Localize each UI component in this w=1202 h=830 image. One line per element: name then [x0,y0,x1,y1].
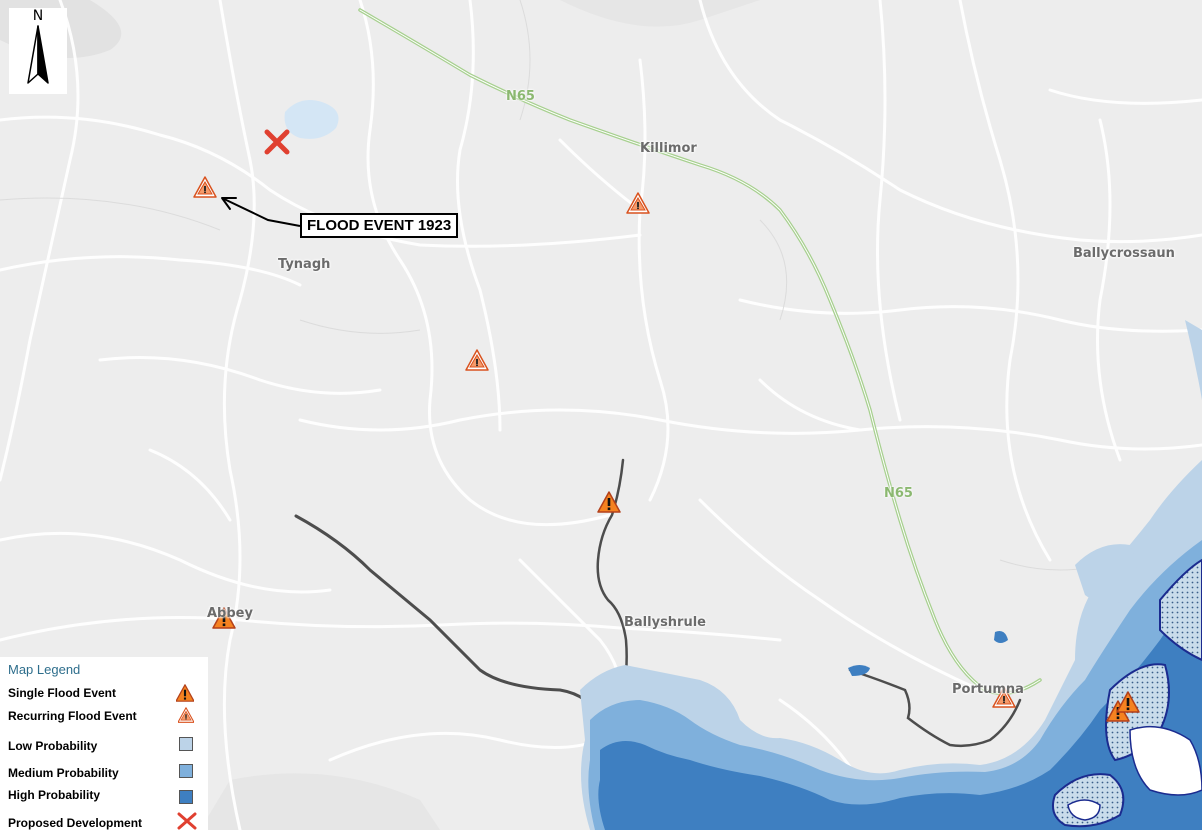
legend-item-medium-probability: Medium Probability [8,766,119,780]
low-probability-swatch [179,737,193,751]
recurring-flood-event-icon [178,707,194,723]
legend-item-high-probability: High Probability [8,788,101,802]
road-label-n65: N65 [884,486,913,501]
high-probability-swatch [179,790,193,804]
legend-item-single-flood-event: Single Flood Event [8,686,117,700]
flood-event-callout: FLOOD EVENT 1923 [300,213,459,238]
place-label-ballycrossaun: Ballycrossaun [1073,246,1175,261]
place-label-killimor: Killimor [640,141,697,156]
legend-item-low-probability: Low Probability [8,739,98,753]
legend-item-proposed-development: Proposed Development [8,816,143,830]
callout-arrow [221,197,301,227]
place-label-ballyshrule: Ballyshrule [624,615,706,630]
north-arrow-icon [27,25,49,84]
road-label-n65: N65 [506,89,535,104]
place-label-portumna: Portumna [952,682,1024,697]
place-label-tynagh: Tynagh [278,257,331,272]
north-arrow: N [9,8,67,94]
map-legend: Map Legend Single Flood Event Recurring … [0,657,208,830]
north-letter: N [32,8,44,24]
legend-title: Map Legend [8,662,81,677]
single-flood-event-icon [176,684,194,702]
proposed-development-icon [177,812,197,830]
medium-probability-swatch [179,764,193,778]
proposed-development-marker[interactable] [264,129,290,155]
legend-item-recurring-flood-event: Recurring Flood Event [8,709,137,723]
place-label-abbey: Abbey [207,606,253,621]
